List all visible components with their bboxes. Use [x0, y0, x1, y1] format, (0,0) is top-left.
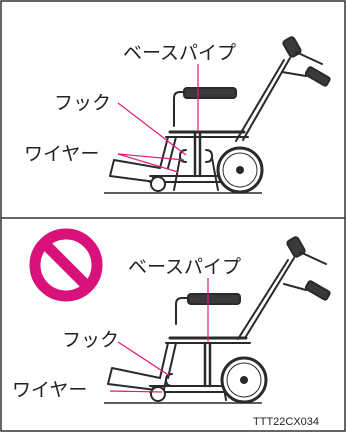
hook-leader [117, 102, 187, 156]
footrest [107, 367, 161, 391]
base-pipe-label: ベースパイプ [128, 256, 241, 278]
wheelchair-bottom [107, 236, 331, 404]
caster-wheel [150, 176, 166, 192]
brake-lever [304, 280, 331, 301]
base-pipe-label: ベースパイプ [123, 42, 236, 64]
panel-correct: ベースパイプ フック ワイヤー [24, 36, 331, 194]
brake-lever [304, 66, 331, 87]
caster-wheel [150, 386, 166, 402]
armrest-pad [183, 87, 237, 99]
wire-label: ワイヤー [12, 379, 87, 401]
prohibition-icon [29, 228, 103, 302]
armrest-pad [187, 293, 241, 305]
wire-leader [109, 390, 163, 393]
leader-lines-top [117, 64, 199, 173]
leader-lines-bottom [109, 278, 209, 393]
handle-grip [282, 36, 302, 58]
wheelchair-top [109, 36, 331, 194]
wire-label: ワイヤー [24, 143, 99, 165]
figure-code: TTT22CX034 [253, 416, 319, 428]
armrest-frame [173, 91, 237, 127]
hook-label: フック [54, 92, 111, 114]
backrest-frame [244, 257, 295, 339]
hook-label: フック [62, 329, 119, 351]
footrest [109, 159, 161, 183]
wire-leader [117, 153, 185, 161]
panel-prohibited: ベースパイプ フック ワイヤー [12, 228, 331, 404]
hook [179, 149, 187, 163]
backrest-frame [242, 57, 291, 141]
handle-grip [286, 236, 306, 258]
armrest-frame [175, 297, 241, 325]
wire [173, 157, 181, 191]
front-leg [159, 136, 169, 169]
front-leg [159, 342, 169, 379]
hook-leader [117, 341, 171, 377]
